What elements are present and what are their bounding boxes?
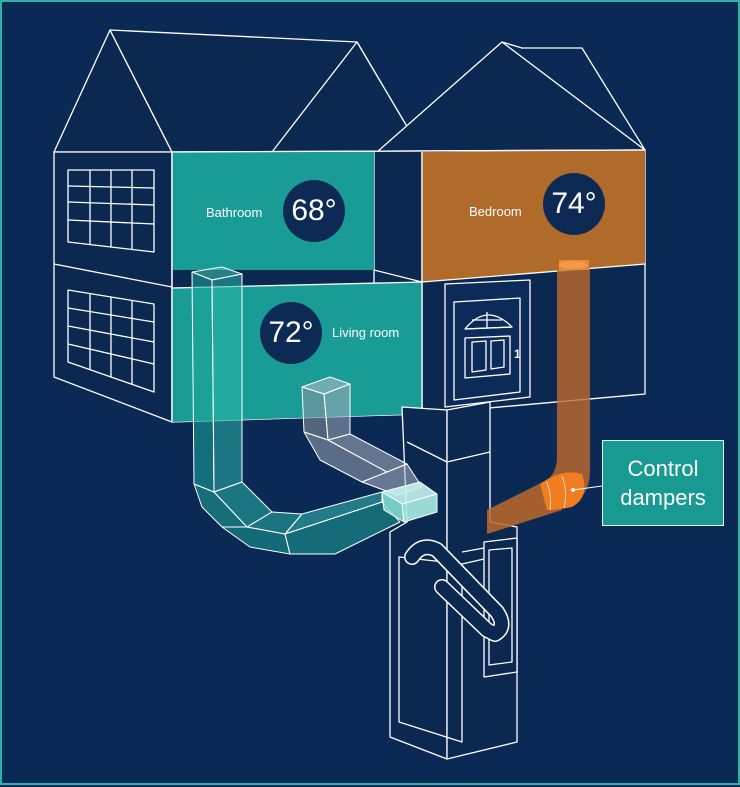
orange-damper — [540, 472, 585, 511]
living-room-label: Living room — [332, 325, 400, 340]
front-door — [444, 279, 531, 408]
bedroom-zone — [422, 150, 645, 282]
teal-damper — [381, 481, 438, 523]
roof — [53, 29, 646, 153]
bedroom-label: Bedroom — [469, 204, 522, 219]
door-number: 1 — [514, 347, 521, 361]
upper-window — [67, 169, 155, 253]
callout-line-1: Control — [627, 456, 699, 481]
living-room-temperature: 72° — [260, 302, 322, 364]
furnace-unit — [389, 401, 518, 760]
lower-window — [67, 289, 155, 393]
callout-line-2: dampers — [620, 485, 706, 510]
bathroom-temperature: 68° — [283, 180, 345, 242]
return-pipe — [404, 539, 510, 642]
callout-leader — [572, 485, 603, 491]
teal-duct — [191, 266, 401, 555]
bathroom-label: Bathroom — [206, 205, 263, 220]
bedroom-temperature: 74° — [543, 173, 605, 235]
control-dampers-callout: Control dampers — [602, 440, 724, 526]
left-wall — [53, 151, 173, 423]
